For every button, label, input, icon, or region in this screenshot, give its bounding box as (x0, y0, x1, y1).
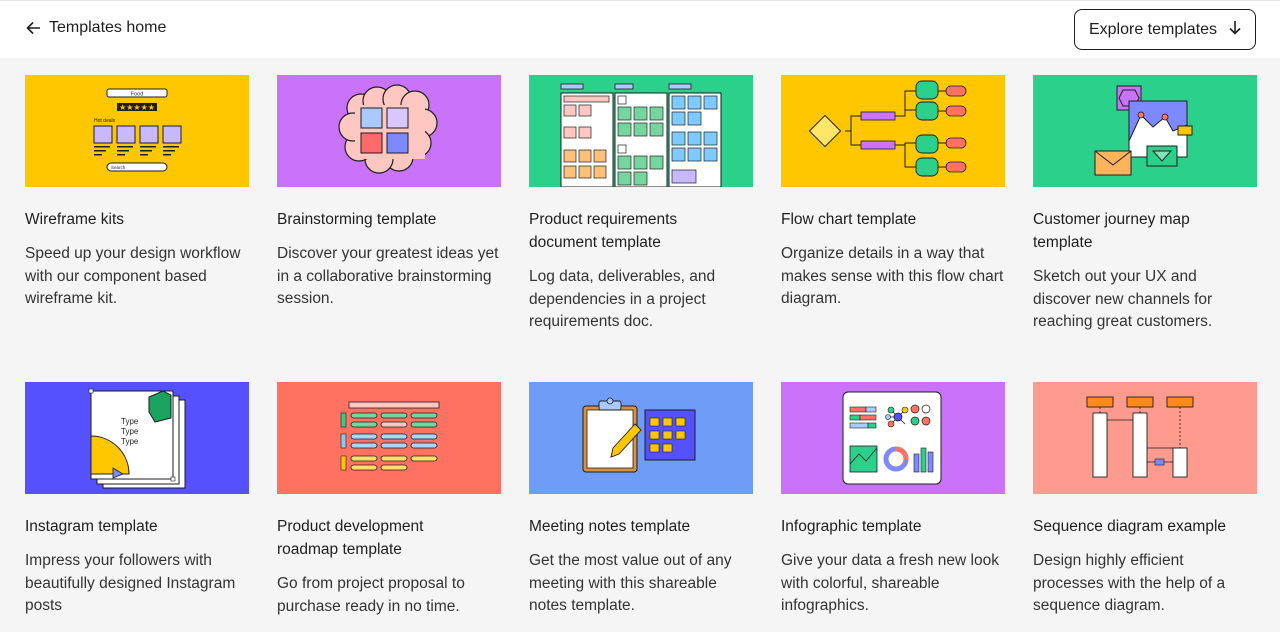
svg-text:★★★★★: ★★★★★ (119, 103, 155, 112)
card-title: Wireframe kits (25, 211, 125, 228)
template-card-instagram[interactable]: Type Type Type Instagram template Impres… (25, 382, 249, 618)
instagram-thumbnail: Type Type Type (25, 382, 249, 494)
template-card-customer-journey[interactable]: Customer journey map template Sketch out… (1033, 75, 1257, 334)
card-title: Flow chart template (781, 211, 917, 228)
wireframe-search-text: Search (111, 165, 126, 170)
card-description: Impress your followers with beautifully … (25, 552, 236, 614)
customer-journey-thumbnail (1033, 75, 1257, 187)
templates-home-label: Templates home (49, 19, 167, 36)
arrow-down-icon (1229, 20, 1241, 40)
wireframe-kits-thumbnail: Food ★★★★★ Hot deals Search (25, 75, 249, 187)
explore-templates-button[interactable]: Explore templates (1074, 9, 1256, 50)
template-card-meeting-notes[interactable]: Meeting notes template Get the most valu… (529, 382, 753, 618)
template-card-brainstorming[interactable]: Brainstorming template Discover your gre… (277, 75, 501, 311)
infographic-thumbnail (781, 382, 1005, 494)
template-card-product-requirements[interactable]: Product requirements document template L… (529, 75, 753, 334)
template-card-infographic[interactable]: Infographic template Give your data a fr… (781, 382, 1005, 618)
card-description: Design highly efficient processes with t… (1033, 552, 1226, 614)
card-title: Customer journey map template (1033, 211, 1190, 251)
arrow-left-icon (26, 21, 41, 35)
top-bar: Templates home Explore templates (0, 0, 1280, 58)
card-description: Go from project proposal to purchase rea… (277, 575, 465, 615)
card-description: Give your data a fresh new look with col… (781, 552, 999, 614)
template-card-flow-chart[interactable]: Flow chart template Organize details in … (781, 75, 1005, 311)
template-card-sequence-diagram[interactable]: Sequence diagram example Design highly e… (1033, 382, 1257, 618)
card-title: Instagram template (25, 518, 158, 535)
card-title: Product development roadmap template (277, 518, 424, 558)
sequence-diagram-thumbnail (1033, 382, 1257, 494)
product-roadmap-thumbnail (277, 382, 501, 494)
card-title: Sequence diagram example (1033, 518, 1227, 535)
card-title: Infographic template (781, 518, 922, 535)
meeting-notes-thumbnail (529, 382, 753, 494)
product-requirements-thumbnail (529, 75, 753, 187)
instagram-type-text-1: Type (121, 417, 139, 426)
card-description: Sketch out your UX and discover new chan… (1033, 268, 1213, 330)
instagram-type-text-2: Type (121, 427, 139, 436)
flow-chart-thumbnail (781, 75, 1005, 187)
wireframe-hot-deals-text: Hot deals (94, 118, 116, 124)
card-description: Log data, deliverables, and dependencies… (529, 268, 716, 330)
card-title: Meeting notes template (529, 518, 691, 535)
templates-home-link[interactable]: Templates home (26, 19, 166, 37)
card-description: Get the most value out of any meeting wi… (529, 552, 732, 614)
wireframe-food-text: Food (131, 92, 144, 98)
explore-templates-label: Explore templates (1088, 20, 1218, 38)
instagram-type-text-3: Type (121, 437, 139, 446)
card-description: Discover your greatest ideas yet in a co… (277, 245, 499, 307)
card-title: Product requirements document template (529, 211, 678, 251)
template-card-product-roadmap[interactable]: Product development roadmap template Go … (277, 382, 501, 618)
card-title: Brainstorming template (277, 211, 437, 228)
brainstorming-thumbnail (277, 75, 501, 187)
card-description: Speed up your design workflow with our c… (25, 245, 241, 307)
card-description: Organize details in a way that makes sen… (781, 245, 1004, 307)
template-card-wireframe-kits[interactable]: Food ★★★★★ Hot deals Search Wireframe ki… (25, 75, 249, 311)
